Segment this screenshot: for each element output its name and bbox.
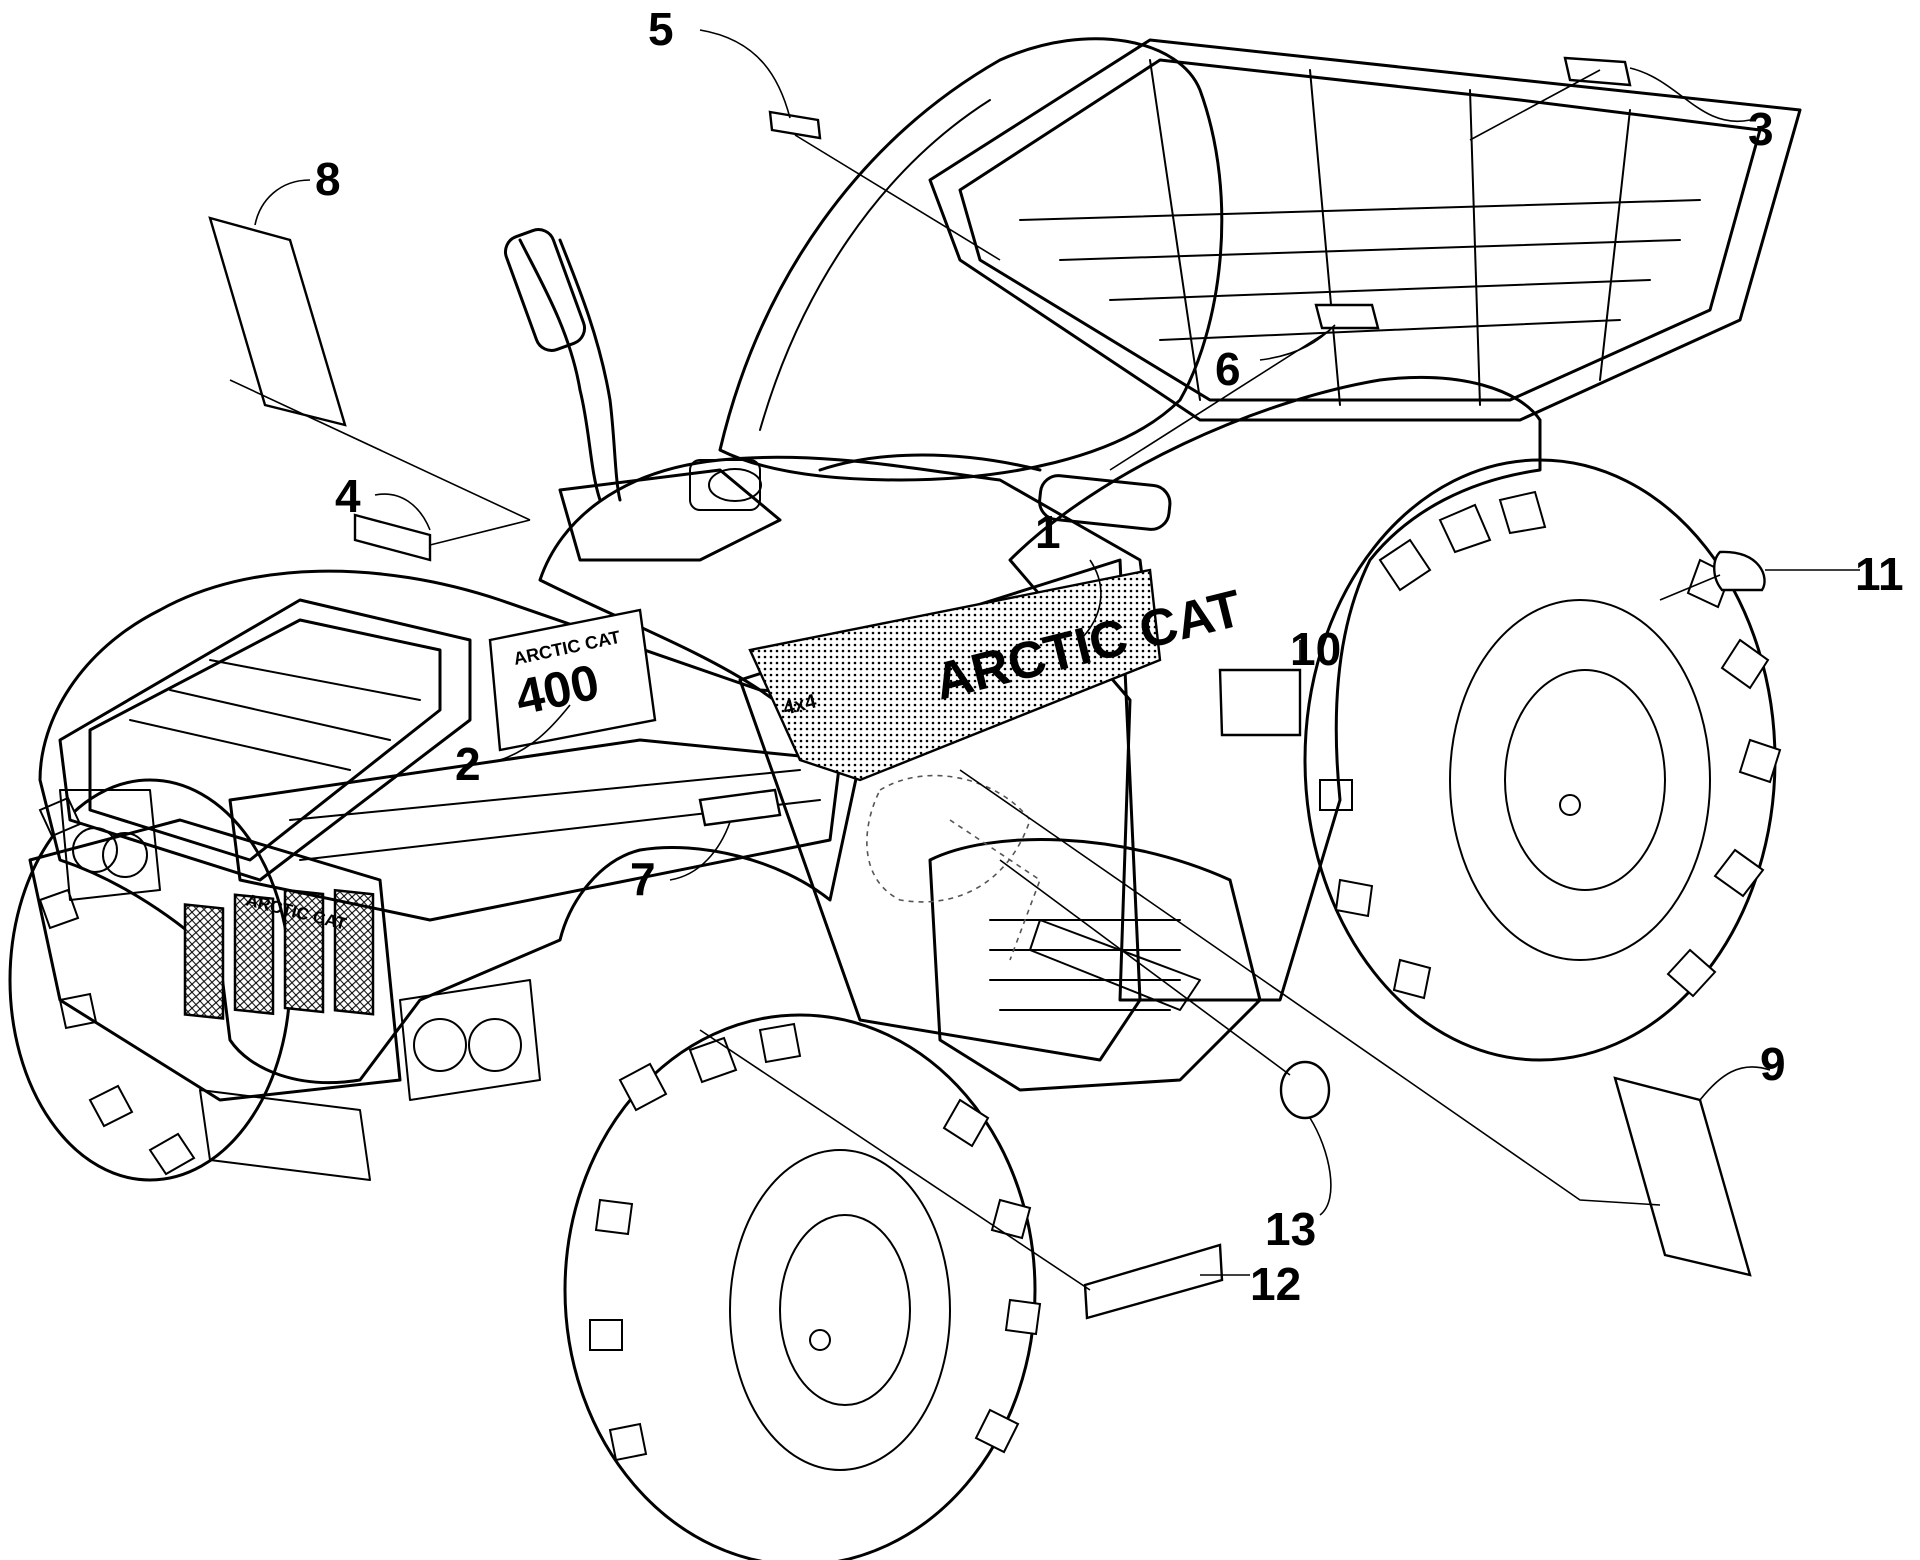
callout-7: 7 <box>630 853 656 905</box>
callout-9: 9 <box>1760 1038 1786 1090</box>
callout-6: 6 <box>1215 343 1241 395</box>
front-rack <box>58 598 842 922</box>
decal-4 <box>353 513 432 562</box>
handlebars <box>503 228 1172 562</box>
decal-1-side-brand <box>748 568 1162 782</box>
atv-body <box>38 37 1542 1092</box>
decal-2-tank-brand <box>488 608 657 752</box>
callout-11: 11 <box>1855 548 1904 600</box>
decal-8 <box>208 216 347 427</box>
decal-6 <box>1314 303 1380 330</box>
callout-12: 12 <box>1250 1258 1301 1310</box>
rear-rack <box>928 38 1802 422</box>
callout-4: 4 <box>335 470 361 522</box>
decal-7 <box>698 788 782 827</box>
decal-5 <box>768 110 822 140</box>
callout-numbers: 1 2 3 4 5 6 7 8 9 10 11 12 13 <box>315 3 1904 1310</box>
decal-10 <box>1218 668 1302 737</box>
rear-right-wheel <box>1303 458 1782 1062</box>
leader-lines <box>229 29 1860 1291</box>
front-fascia: ARCTIC CAT <box>28 789 541 1181</box>
callout-13: 13 <box>1265 1203 1316 1255</box>
callout-10: 10 <box>1290 623 1341 675</box>
callout-8: 8 <box>315 153 341 205</box>
callout-1: 1 <box>1035 506 1061 558</box>
callout-5: 5 <box>648 3 674 55</box>
callout-2: 2 <box>455 738 481 790</box>
decal-11 <box>1713 550 1766 592</box>
front-right-wheel <box>563 1013 1042 1560</box>
decal-13 <box>1279 1060 1331 1120</box>
callout-3: 3 <box>1748 103 1774 155</box>
decal-12 <box>1083 1243 1224 1320</box>
front-left-wheel <box>8 778 292 1182</box>
decal-9 <box>1613 1076 1752 1277</box>
